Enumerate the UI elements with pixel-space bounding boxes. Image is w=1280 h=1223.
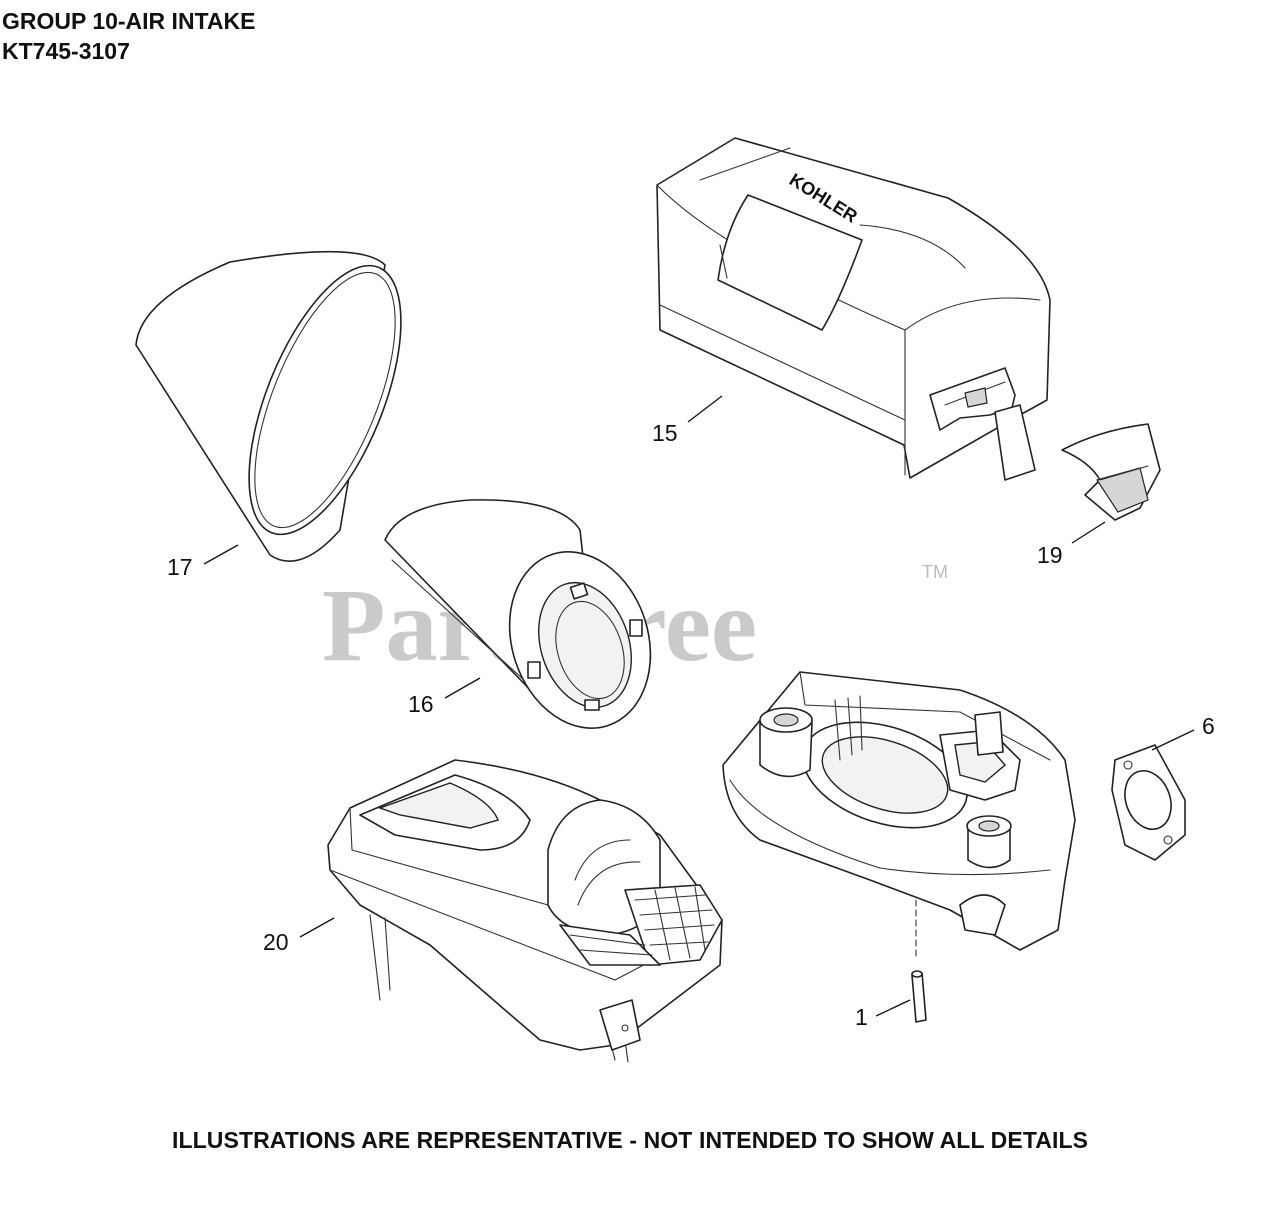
part-17-precleaner-sleeve[interactable]: [135, 246, 432, 562]
leader-1: [875, 999, 911, 1017]
callout-15[interactable]: 15: [652, 420, 678, 446]
leader-6: [1151, 729, 1195, 751]
callout-20[interactable]: 20: [263, 929, 289, 955]
callout-17[interactable]: 17: [167, 554, 193, 580]
watermark-trademark: TM: [922, 562, 948, 582]
part-19-clip[interactable]: [1061, 423, 1161, 521]
leader-17: [203, 544, 239, 565]
callout-6[interactable]: 6: [1202, 713, 1215, 739]
callout-1[interactable]: 1: [855, 1004, 868, 1030]
leader-16: [444, 677, 481, 699]
part-20-air-cleaner-base[interactable]: [327, 759, 723, 1063]
part-1-dowel-pin[interactable]: [911, 970, 927, 1023]
group-title: GROUP 10-AIR INTAKE: [2, 8, 256, 34]
callout-16[interactable]: 16: [408, 691, 434, 717]
leader-19: [1071, 521, 1106, 544]
model-number: KT745-3107: [2, 38, 130, 64]
leader-20: [299, 917, 335, 938]
diagram-header: GROUP 10-AIR INTAKE KT745-3107: [2, 6, 255, 66]
disclaimer-footer: ILLUSTRATIONS ARE REPRESENTATIVE - NOT I…: [172, 1127, 1089, 1153]
part-15-air-cleaner-cover[interactable]: KOHLER: [656, 137, 1051, 481]
air-cleaner-base-plate: [722, 671, 1076, 961]
leader-15: [687, 395, 723, 423]
part-6-gasket[interactable]: [1111, 744, 1186, 861]
callout-19[interactable]: 19: [1037, 542, 1063, 568]
part-16-air-filter-element[interactable]: [384, 499, 672, 747]
